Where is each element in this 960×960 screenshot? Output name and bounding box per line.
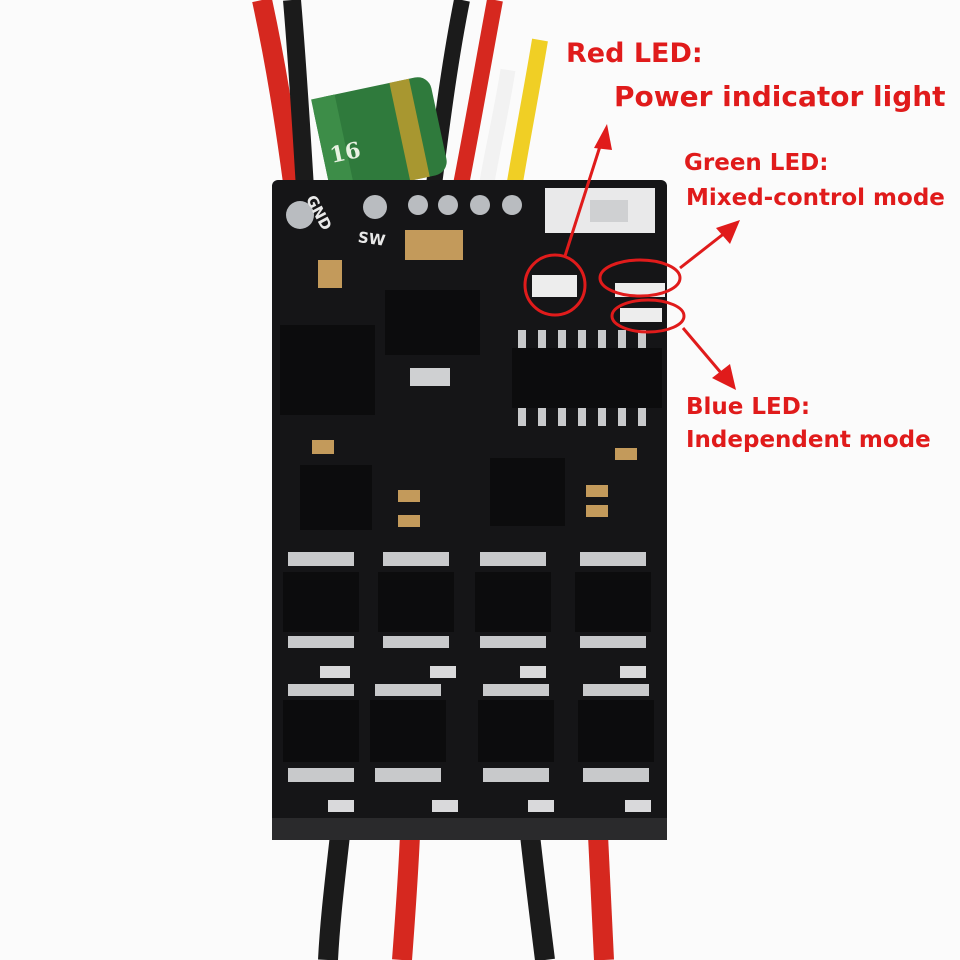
pcb-board <box>272 180 667 840</box>
green-led-title: Green LED: <box>684 150 829 176</box>
callout-arrows <box>563 124 740 390</box>
red-led-circle <box>523 253 587 317</box>
sw-silkscreen: SW <box>356 228 387 250</box>
top-wires <box>252 0 548 207</box>
bottom-wires <box>318 833 614 960</box>
blue-led-description: Independent mode <box>686 427 931 453</box>
led-highlights <box>523 253 686 334</box>
red-led-title: Red LED: <box>566 38 703 69</box>
red-led-description: Power indicator light <box>614 80 946 113</box>
electrolytic-capacitor <box>311 77 447 198</box>
blue-led-title: Blue LED: <box>686 394 811 420</box>
green-led-circle <box>598 258 682 298</box>
green-led-description: Mixed-control mode <box>686 185 945 211</box>
blue-led-circle <box>610 298 686 334</box>
